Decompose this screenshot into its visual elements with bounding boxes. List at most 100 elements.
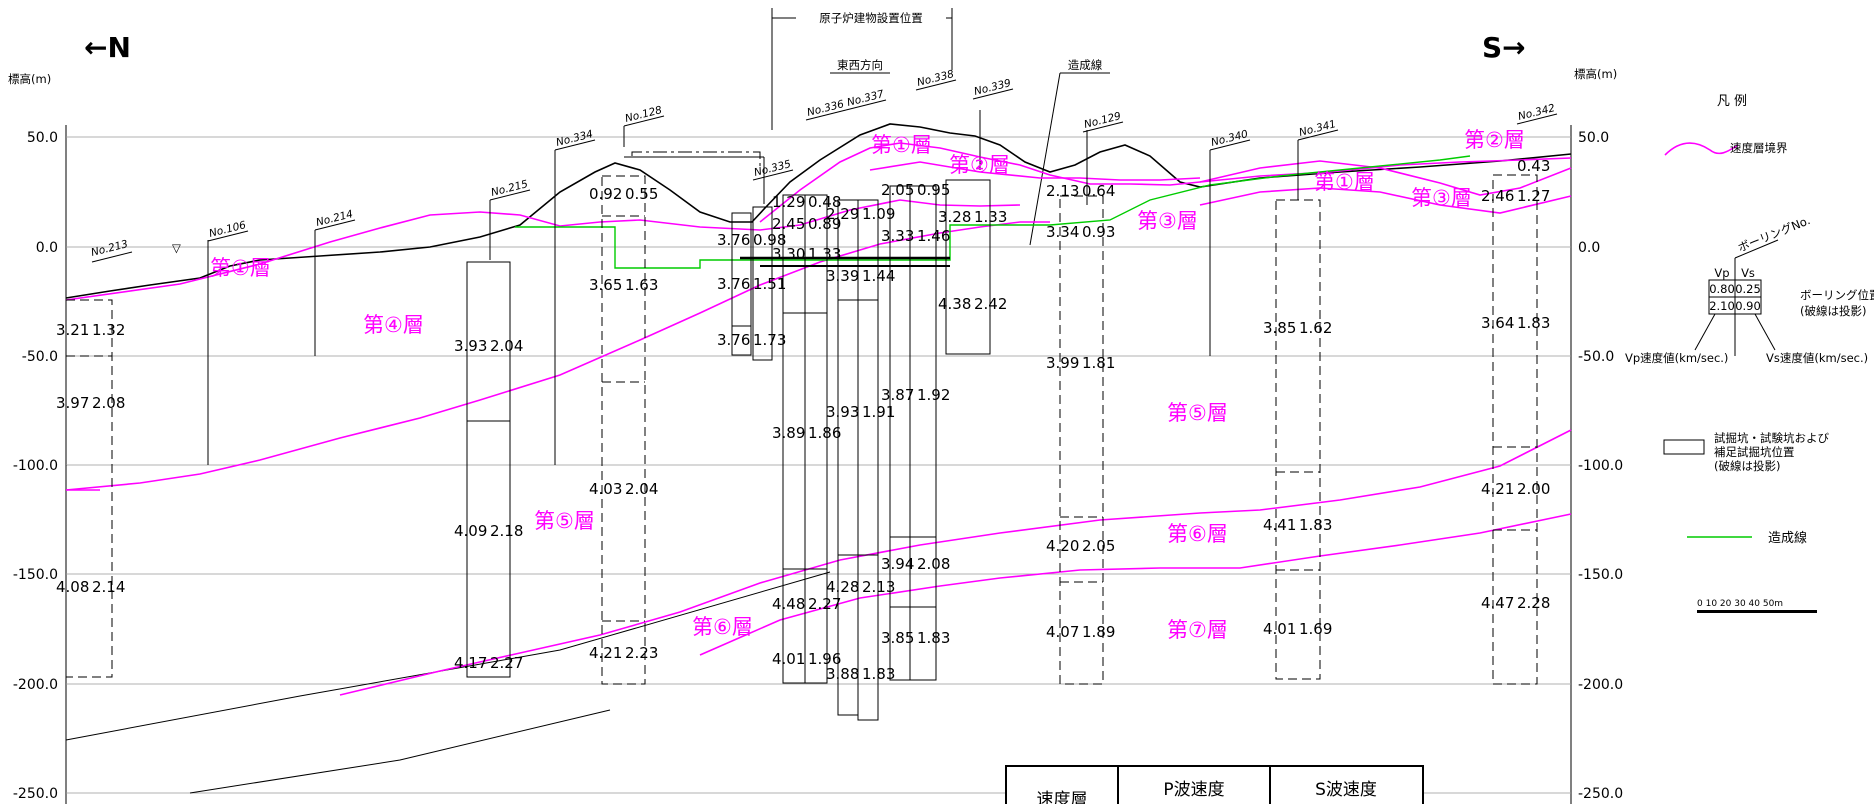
vp-value: 3.89 bbox=[772, 424, 805, 442]
vp-value: 3.64 bbox=[1481, 314, 1514, 332]
vs-value: 1.81 bbox=[1082, 354, 1115, 372]
y-tick-right: 50.0 bbox=[1578, 130, 1609, 146]
construction-line bbox=[515, 155, 1471, 269]
legend-boring-no: ボーリングNo. bbox=[1736, 213, 1812, 255]
vs-value: 1.44 bbox=[862, 267, 895, 285]
vs-value: 0.93 bbox=[1082, 223, 1115, 241]
velocity-boundaries bbox=[65, 142, 1572, 696]
borehole-label: No.214 bbox=[315, 208, 354, 229]
elevation-label-right: 標高(m) bbox=[1574, 67, 1617, 81]
y-tick-left: 0.0 bbox=[36, 240, 58, 256]
table-header-s-wave: S波速度 bbox=[1315, 780, 1377, 800]
vp-value: 4.20 bbox=[1046, 537, 1079, 555]
vs-value: 1.83 bbox=[917, 629, 950, 647]
ground-surface bbox=[65, 123, 1572, 299]
vp-value: 3.85 bbox=[881, 629, 914, 647]
vp-value: 3.30 bbox=[772, 245, 805, 263]
legend-boring-note: (破線は投影) bbox=[1800, 304, 1866, 318]
layer-label: 第⑦層 bbox=[1167, 618, 1228, 642]
legend-vp-label: Vp速度値(km/sec.) bbox=[1625, 351, 1728, 365]
vs-value: 1.91 bbox=[862, 403, 895, 421]
vs-value: 2.14 bbox=[92, 578, 125, 596]
borehole-boxes bbox=[65, 151, 1538, 721]
scale-bar bbox=[1697, 610, 1817, 613]
vs-value: 1.09 bbox=[862, 205, 895, 223]
vs-value: 0.89 bbox=[808, 215, 841, 233]
borehole-label: No.213 bbox=[90, 238, 129, 259]
legend-sample-vs: 0.90 bbox=[1735, 299, 1761, 313]
vp-value: 4.01 bbox=[772, 650, 805, 668]
legend-sample-vp: 2.10 bbox=[1709, 299, 1735, 313]
layer-label: 第③層 bbox=[1411, 186, 1472, 210]
vp-value: 4.38 bbox=[938, 295, 971, 313]
borehole-label: No.339 bbox=[973, 77, 1013, 98]
borehole-label: No.338 bbox=[916, 68, 956, 89]
legend-vp: Vp bbox=[1714, 266, 1729, 280]
borehole-label: No.129 bbox=[1083, 110, 1123, 131]
y-tick-right: -250.0 bbox=[1578, 786, 1623, 802]
vs-value: 1.73 bbox=[753, 331, 786, 349]
legend-title: 凡 例 bbox=[1717, 94, 1747, 109]
vs-value: 2.04 bbox=[490, 337, 523, 355]
reactor-position-label: 原子炉建物設置位置 bbox=[819, 11, 923, 25]
vs-value: 0.43 bbox=[1517, 157, 1550, 175]
reactor-position-marker: 原子炉建物設置位置 bbox=[771, 8, 953, 130]
axes bbox=[65, 125, 1572, 804]
vp-value: 4.09 bbox=[454, 522, 487, 540]
vs-value: 1.33 bbox=[808, 245, 841, 263]
legend-boring-position: ボーリング位置 bbox=[1800, 288, 1874, 302]
vp-value: 2.05 bbox=[881, 181, 914, 199]
vp-value: 2.46 bbox=[1481, 187, 1514, 205]
borehole-label: No.341 bbox=[1298, 118, 1337, 139]
layer-label: 第⑥層 bbox=[692, 615, 753, 639]
vs-value: 2.00 bbox=[1517, 480, 1550, 498]
velocity-boundary-symbol bbox=[1664, 142, 1739, 156]
vp-value: 3.28 bbox=[938, 208, 971, 226]
vp-value: 3.34 bbox=[1046, 223, 1079, 241]
vp-value: 0.92 bbox=[589, 185, 622, 203]
vs-value: 0.98 bbox=[753, 231, 786, 249]
vs-value: 1.46 bbox=[917, 227, 950, 245]
y-tick-right: 0.0 bbox=[1578, 240, 1600, 256]
vp-value: 3.76 bbox=[717, 331, 750, 349]
vp-value: 3.99 bbox=[1046, 354, 1079, 372]
borehole-label: No.215 bbox=[490, 178, 530, 199]
borehole-label: No.337 bbox=[846, 88, 886, 109]
y-tick-right: -100.0 bbox=[1578, 458, 1623, 474]
borehole-label: No.342 bbox=[1517, 102, 1557, 123]
legend-vs-label: Vs速度値(km/sec.) bbox=[1766, 351, 1868, 365]
legend-pit-symbol bbox=[1663, 439, 1705, 455]
layer-label: 第④層 bbox=[363, 313, 424, 337]
y-tick-left: 50.0 bbox=[27, 130, 58, 146]
vp-value: 2.13 bbox=[1046, 182, 1079, 200]
y-tick-left: -250.0 bbox=[13, 786, 58, 802]
legend-construction-line: 造成線 bbox=[1768, 530, 1807, 546]
vp-value: 2.45 bbox=[772, 215, 805, 233]
vs-value: 2.04 bbox=[625, 480, 658, 498]
vp-value: 4.41 bbox=[1263, 516, 1296, 534]
borehole-label: No.335 bbox=[753, 158, 793, 179]
y-ticks-left: 50.0 0.0 -50.0 -100.0 -150.0 -200.0 -250… bbox=[13, 130, 58, 802]
borehole-label: No.336 bbox=[806, 98, 846, 119]
y-tick-left: -200.0 bbox=[13, 677, 58, 693]
layer-label: 第⑥層 bbox=[1167, 522, 1228, 546]
vs-value: 1.83 bbox=[1517, 314, 1550, 332]
vs-value: 1.51 bbox=[753, 275, 786, 293]
layer-label: 第①層 bbox=[871, 133, 932, 157]
y-tick-left: -100.0 bbox=[13, 458, 58, 474]
vs-value: 2.08 bbox=[92, 394, 125, 412]
legend: 凡 例 速度層境界 ボーリングNo. Vp Vs 0.80 0.25 2.10 … bbox=[1625, 94, 1874, 613]
elevation-label-left: 標高(m) bbox=[8, 72, 51, 86]
vp-value: 3.87 bbox=[881, 386, 914, 404]
legend-sample-vp: 0.80 bbox=[1709, 282, 1735, 296]
south-arrow: S→ bbox=[1482, 31, 1526, 64]
vs-value: 1.32 bbox=[92, 321, 125, 339]
vp-value: 4.07 bbox=[1046, 623, 1079, 641]
y-ticks-right: 50.0 0.0 -50.0 -100.0 -150.0 -200.0 -250… bbox=[1578, 130, 1623, 802]
vs-value: 1.33 bbox=[974, 208, 1007, 226]
vs-value: 1.69 bbox=[1299, 620, 1332, 638]
borehole-lines bbox=[207, 110, 1299, 465]
legend-pit-line1: 試掘坑・試験坑および bbox=[1714, 431, 1829, 445]
vs-value: 1.89 bbox=[1082, 623, 1115, 641]
